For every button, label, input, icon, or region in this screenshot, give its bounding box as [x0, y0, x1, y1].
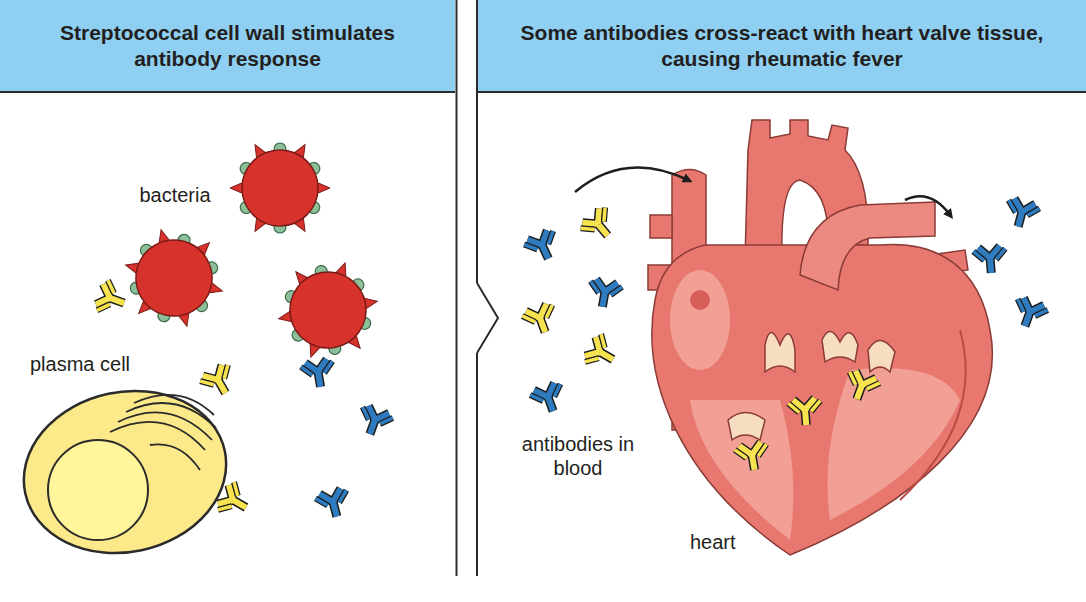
bacteria: [114, 142, 386, 365]
flow-arrow: [575, 168, 688, 193]
part-label: plasma cell: [30, 352, 170, 376]
heart: [648, 120, 992, 555]
part-label: bacteria: [110, 183, 240, 207]
panel-heading: Streptococcal cell wall stimulates antib…: [18, 20, 437, 70]
flow-arrow: [905, 196, 950, 215]
header-band: Some antibodies cross-react with heart v…: [478, 0, 1086, 93]
part-label: heart: [690, 530, 750, 554]
antibodies: [94, 197, 1049, 521]
part-label: antibodies in blood: [518, 432, 638, 480]
header-band: Streptococcal cell wall stimulates antib…: [0, 0, 455, 93]
plasma-cell: [9, 373, 242, 572]
panel-heading: Some antibodies cross-react with heart v…: [496, 20, 1068, 70]
